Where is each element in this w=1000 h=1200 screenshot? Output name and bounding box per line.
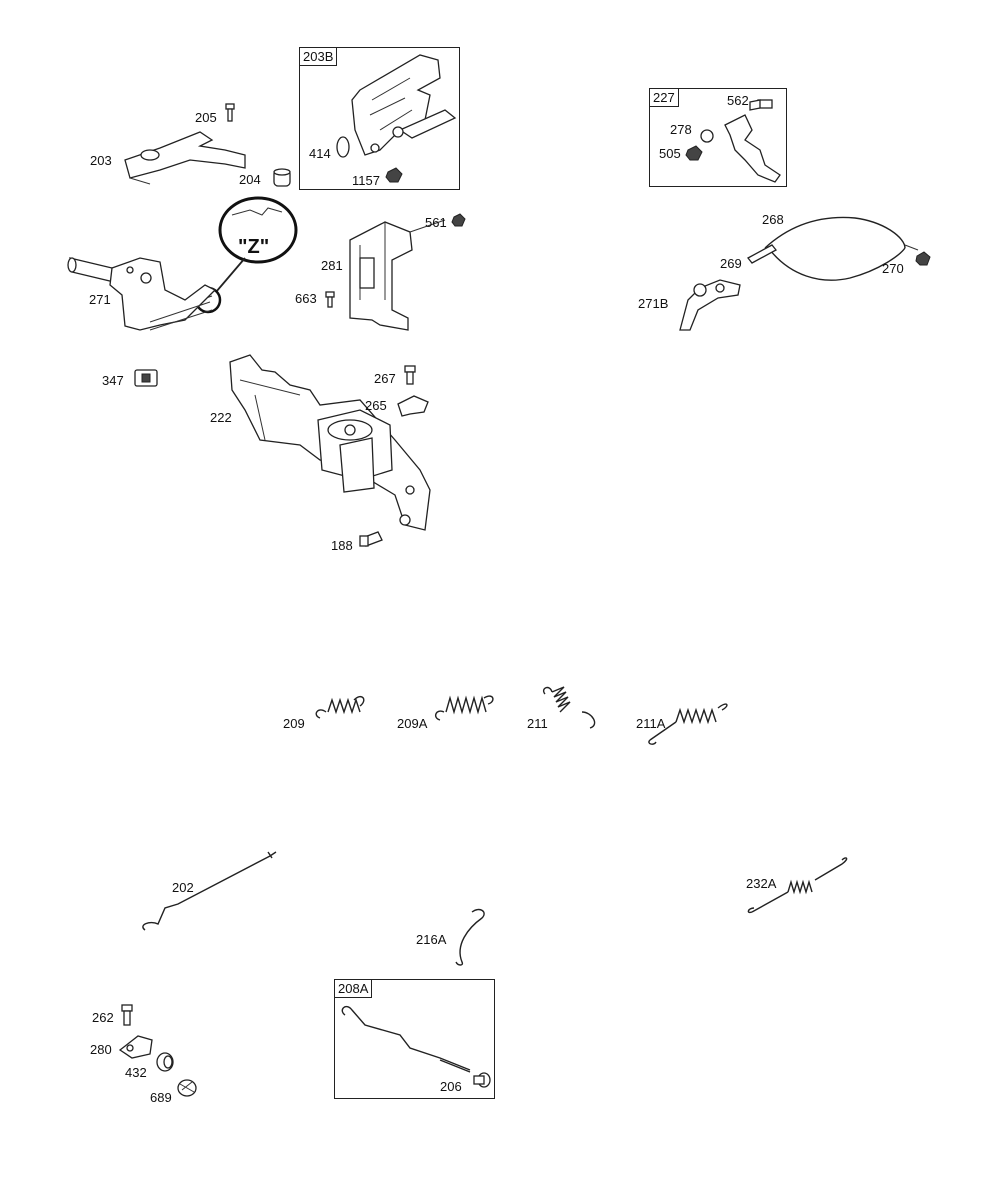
part-211a-spring [648, 703, 728, 745]
callout-269: 269 [720, 256, 742, 271]
part-206-screw [473, 1072, 491, 1088]
callout-209a: 209A [397, 716, 428, 731]
callout-562: 562 [727, 93, 749, 108]
callout-347: 347 [102, 373, 124, 388]
callout-209: 209 [283, 716, 305, 731]
callout-202: 202 [172, 880, 194, 895]
part-203b-lever [336, 54, 457, 183]
callout-222: 222 [210, 410, 232, 425]
part-280-clamp [118, 1035, 153, 1059]
part-271b-lever [679, 279, 741, 331]
part-203-bracket [124, 131, 246, 185]
callout-206: 206 [440, 1079, 462, 1094]
callout-278: 278 [670, 122, 692, 137]
callout-271b: 271B [638, 296, 669, 311]
kit-box-227: 227 [649, 88, 787, 187]
part-209-spring [315, 696, 365, 719]
kit-tag-227: 227 [650, 89, 679, 107]
kit-box-208a: 208A [334, 979, 495, 1099]
callout-268: 268 [762, 212, 784, 227]
part-663-screw [325, 291, 335, 308]
part-211-spring [543, 686, 596, 729]
kit-tag-208a: 208A [335, 980, 373, 998]
part-268-cable [747, 216, 931, 281]
callout-262: 262 [92, 1010, 114, 1025]
part-204-bushing [273, 168, 291, 187]
part-227-bracket [685, 99, 781, 183]
part-209a-spring [434, 695, 494, 721]
callout-281: 281 [321, 258, 343, 273]
callout-689: 689 [150, 1090, 172, 1105]
callout-414: 414 [309, 146, 331, 161]
part-188-screw [359, 531, 383, 547]
callout-203: 203 [90, 153, 112, 168]
callout-216a: 216A [416, 932, 447, 947]
callout-211: 211 [527, 716, 548, 731]
callout-267: 267 [374, 371, 396, 386]
part-222-bracket [229, 354, 431, 531]
detail-z-label: "Z" [238, 236, 270, 258]
part-271-lever [67, 257, 217, 331]
kit-tag-203b: 203B [300, 48, 338, 66]
part-432-bushing [156, 1052, 174, 1072]
part-265-clamp [397, 395, 429, 417]
callout-561: 561 [425, 215, 447, 230]
part-205-screw [225, 103, 235, 122]
part-347-clip [134, 369, 158, 387]
part-202-rod [142, 851, 277, 931]
callout-280: 280 [90, 1042, 112, 1057]
part-561-nut [451, 213, 466, 227]
part-216a-link [455, 908, 485, 966]
part-689-spring [177, 1079, 197, 1097]
part-208a-rod [341, 1006, 471, 1073]
callout-211a: 211A [636, 716, 666, 731]
callout-270: 270 [882, 261, 904, 276]
part-262-screw [121, 1004, 133, 1026]
part-267-screw [404, 365, 416, 385]
kit-box-203b: 203B [299, 47, 460, 190]
callout-205: 205 [195, 110, 217, 125]
callout-505: 505 [659, 146, 681, 161]
part-232a-spring [747, 857, 848, 914]
callout-432: 432 [125, 1065, 147, 1080]
part-281-bracket [349, 219, 446, 331]
callout-271: 271 [89, 292, 111, 307]
callout-265: 265 [365, 398, 387, 413]
callout-1157: 1157 [352, 173, 380, 188]
callout-663: 663 [295, 291, 317, 306]
callout-204: 204 [239, 172, 261, 187]
callout-188: 188 [331, 538, 353, 553]
callout-232a: 232A [746, 876, 777, 891]
